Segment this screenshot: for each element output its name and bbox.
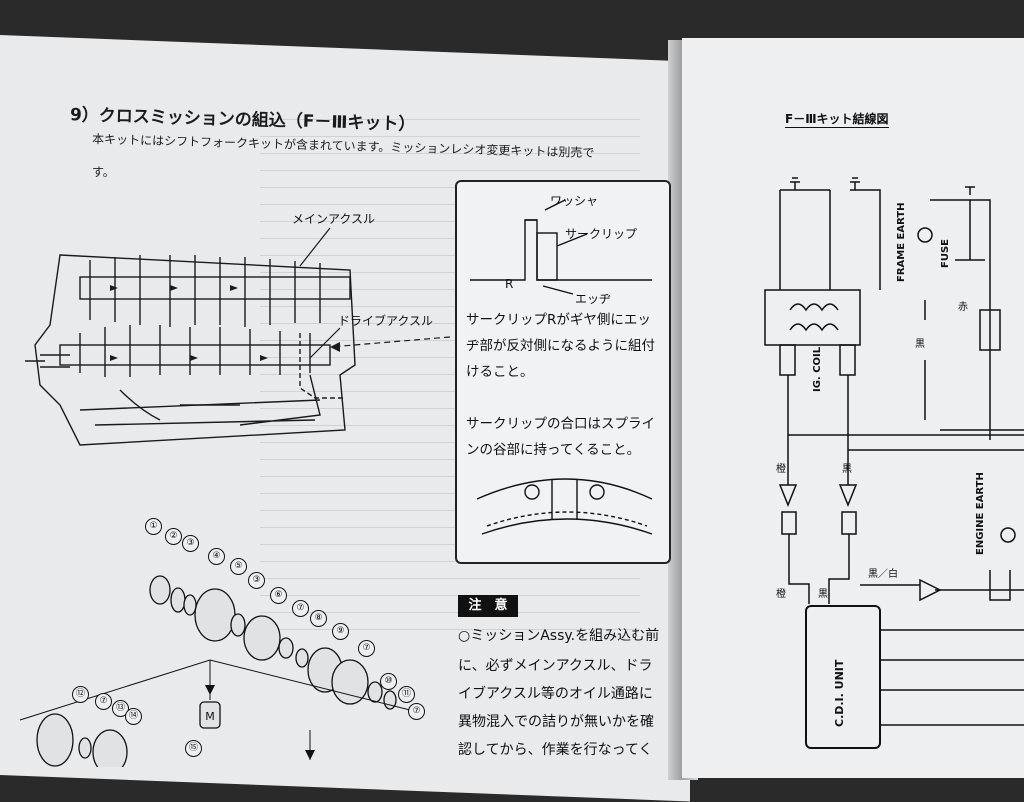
part-number: ⑮ bbox=[185, 740, 202, 757]
note-line-3: けること。 bbox=[466, 364, 534, 380]
part-number: ⑦ bbox=[292, 600, 309, 617]
circlip-detail-drawing bbox=[470, 199, 652, 295]
part-number: ⑧ bbox=[310, 610, 327, 627]
label-fuse: FUSE bbox=[940, 239, 951, 268]
part-number: ⑦ bbox=[95, 693, 112, 710]
label-edge: エッヂ bbox=[575, 292, 612, 306]
wire-label-black-3: 黒 bbox=[915, 339, 925, 350]
label-engine-earth: ENGINE EARTH bbox=[975, 472, 986, 555]
wire-label-orange: 橙 bbox=[776, 464, 786, 475]
part-number: ① bbox=[145, 518, 162, 535]
wiring-diagram-title: F－Ⅲキット結線図 bbox=[785, 112, 889, 128]
note-line-1: サークリップRがギヤ側にエッ bbox=[466, 312, 651, 328]
caution-line: 認してから、作業を行なってく bbox=[458, 742, 653, 758]
part-number: ③ bbox=[248, 572, 265, 589]
circlip-detail-box: サークリップRがギヤ側にエッ ヂ部が反対側になるように組付 けること。 サークリ… bbox=[455, 180, 671, 564]
leader-lines bbox=[299, 227, 451, 359]
part-number: ⑪ bbox=[398, 686, 415, 703]
wiring-diagram bbox=[764, 177, 1024, 726]
part-number: ③ bbox=[182, 535, 199, 552]
part-number: ④ bbox=[208, 548, 225, 565]
intro-line-2: す。 bbox=[92, 165, 115, 179]
label-r: R bbox=[505, 277, 514, 291]
wire-label-black: 黒 bbox=[842, 464, 852, 475]
exploded-gear-drawing: M bbox=[19, 575, 411, 767]
part-number: ⑤ bbox=[230, 558, 247, 575]
label-drive-axle: ドライブアクスル bbox=[338, 314, 434, 328]
caution-line: 異物混入での詰りが無いかを確 bbox=[458, 714, 654, 730]
label-main-axle: メインアクスル bbox=[292, 212, 376, 226]
part-number: ⑫ bbox=[72, 686, 89, 703]
label-cdi-unit: C.D.I. UNIT bbox=[833, 659, 846, 727]
part-number: ⑦ bbox=[408, 703, 425, 720]
spline-drawing bbox=[476, 478, 653, 535]
label-frame-earth: FRAME EARTH bbox=[896, 202, 907, 282]
caution-line: イブアクスル等のオイル通路に bbox=[458, 686, 653, 702]
wire-label-black-white: 黒／白 bbox=[868, 569, 898, 580]
part-number: ⑭ bbox=[125, 708, 142, 725]
wire-label-orange-2: 橙 bbox=[776, 589, 786, 600]
transmission-cutaway-drawing bbox=[25, 254, 356, 446]
caution-line: ○ミッションAssy.を組み込む前 bbox=[458, 628, 660, 644]
part-number: ⑨ bbox=[332, 623, 349, 640]
wire-label-black-2: 黒 bbox=[818, 589, 828, 600]
note-line-4: サークリップの合口はスプライ bbox=[466, 416, 655, 432]
part-number: ② bbox=[165, 528, 182, 545]
note-line-2: ヂ部が反対側になるように組付 bbox=[466, 338, 655, 354]
caution-title: 注 意 bbox=[458, 595, 518, 617]
label-ig-coil: IG. COIL bbox=[812, 346, 823, 392]
caution-line: に、必ずメインアクスル、ドラ bbox=[458, 658, 653, 674]
marker-m: M bbox=[205, 710, 215, 723]
cdi-unit-box: C.D.I. UNIT bbox=[805, 605, 881, 749]
wire-label-red: 赤 bbox=[958, 302, 968, 313]
part-number: ⑥ bbox=[270, 587, 287, 604]
note-line-5: ンの谷部に持ってくること。 bbox=[466, 442, 641, 458]
label-circlip: サークリップ bbox=[565, 227, 638, 241]
part-number: ⑩ bbox=[380, 673, 397, 690]
part-number: ⑦ bbox=[358, 640, 375, 657]
label-washer: ワッシャ bbox=[550, 194, 599, 208]
